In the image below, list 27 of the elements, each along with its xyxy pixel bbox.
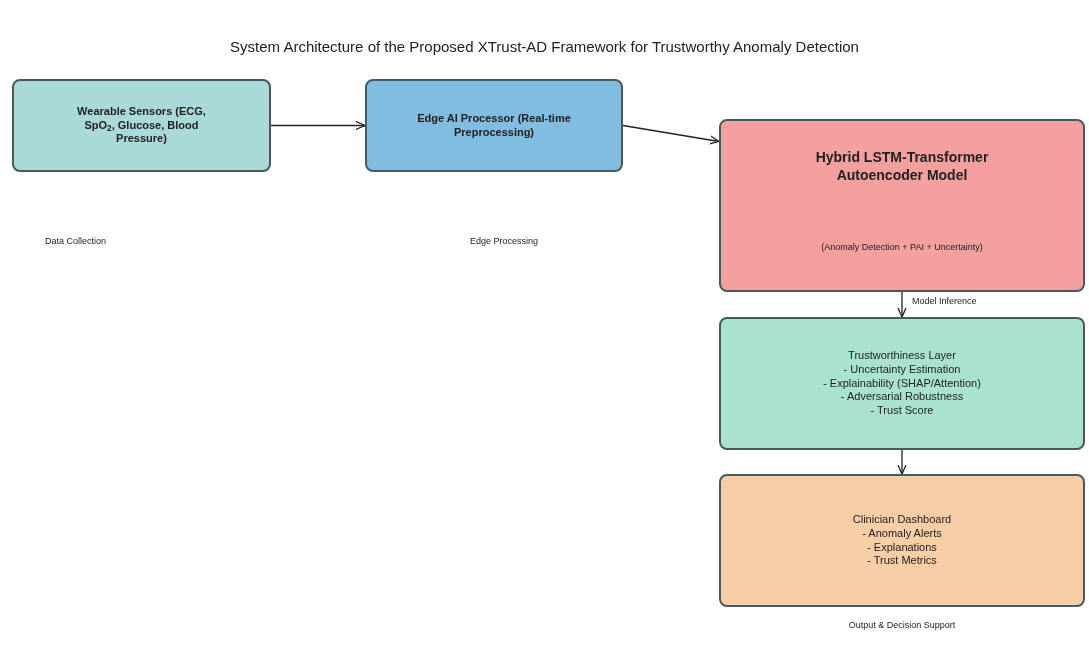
box-text: - Explainability (SHAP/Attention) [823, 376, 981, 391]
box-text: - Explanations [867, 540, 937, 555]
arrow [270, 120, 366, 131]
box-text: (Anomaly Detection + PAI + Uncertainty) [821, 242, 983, 254]
box-title: Hybrid LSTM-Transformer Autoencoder Model [814, 149, 990, 184]
stage-label: Data Collection [45, 235, 107, 248]
box-text: - Uncertainty Estimation [843, 362, 961, 377]
box-text: - Trust Metrics [867, 554, 937, 568]
arrow [897, 449, 907, 475]
process-box [719, 119, 1085, 292]
box-title: Trustworthiness Layer [848, 349, 956, 363]
process-box [719, 474, 1085, 607]
stage-label: Output & Decision Support [847, 620, 957, 632]
process-box [719, 317, 1085, 450]
box-title: Edge AI Processor (Real-time Preprocessing) [416, 111, 572, 140]
arrow [622, 124, 720, 145]
arrow [897, 291, 907, 318]
box-title: Wearable Sensors (ECG, SpO$_{2}$, Glucose, Blood Pressure) [76, 104, 207, 147]
diagram-title: System Architecture of the Proposed XTrust-AD Framework for Trustworthy Anomaly Detection [229, 37, 860, 57]
stage-label: Edge Processing [470, 235, 539, 248]
box-text: - Anomaly Alerts [862, 526, 942, 541]
process-box [12, 79, 271, 172]
box-text: - Adversarial Robustness [840, 390, 964, 405]
process-box [365, 79, 623, 172]
box-title: Clinician Dashboard [852, 513, 952, 527]
box-text: - Trust Score [870, 404, 934, 418]
stage-label: Model Inference [912, 296, 978, 308]
